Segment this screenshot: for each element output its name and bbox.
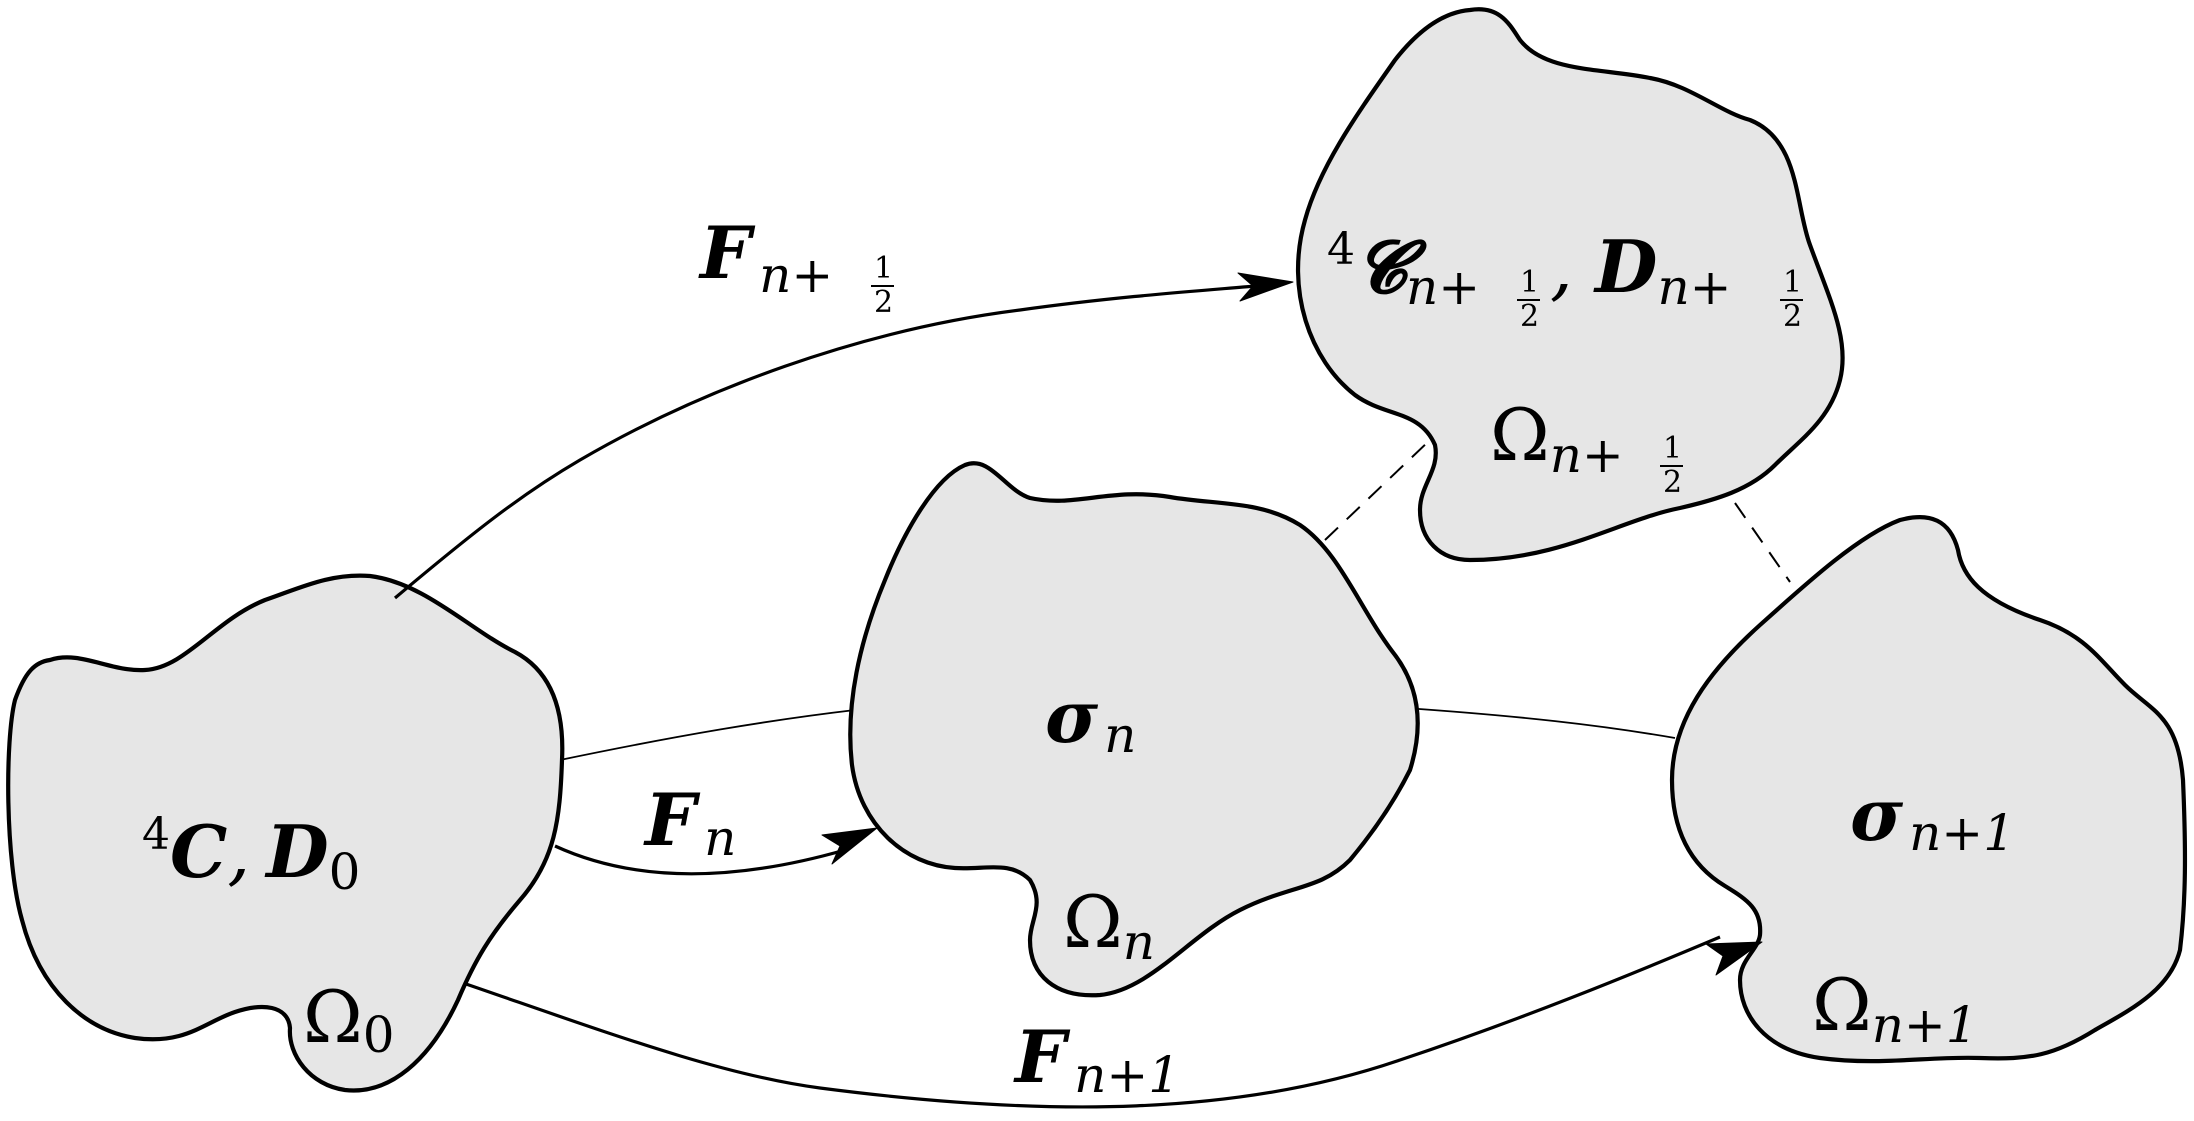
body-initial-configuration: [6, 573, 565, 1093]
dashed-link-half-to-n1: [1734, 502, 1791, 583]
half-comma: ,: [1550, 225, 1573, 309]
body-step-n1: [1669, 515, 2188, 1064]
map-curve-to-n1: [465, 935, 1721, 1109]
initial-domain-label: Ω0: [303, 975, 395, 1064]
half-rate-label: Dn+: [1593, 224, 1732, 316]
map-half-frac-den: 2: [874, 285, 893, 320]
half-tensor-frac-num: 1: [1520, 265, 1539, 300]
half-tensor-frac-den: 2: [1520, 299, 1539, 334]
arrowhead-to-n1: [1705, 941, 1763, 976]
map-curve-to-half: [393, 284, 1256, 600]
half-domain-frac-num: 1: [1663, 431, 1682, 466]
domain-n-label: Ωn: [1063, 880, 1155, 971]
half-tensor-label: 4𝓒n+: [1327, 224, 1480, 316]
body-step-half: [1296, 7, 1845, 563]
half-domain-frac-den: 2: [1663, 465, 1682, 500]
half-rate-frac-num: 1: [1783, 265, 1802, 300]
map-curve-to-n: [554, 844, 846, 876]
body-step-n: [848, 461, 1420, 998]
half-rate-frac-den: 2: [1783, 299, 1802, 334]
domain-n1-label: Ωn+1: [1812, 963, 1978, 1054]
connector-n-to-n1: [1404, 707, 1676, 739]
arrowhead-to-n: [821, 827, 878, 865]
initial-tensor-label: 4C,D0: [142, 809, 360, 901]
map-half-frac-num: 1: [874, 251, 893, 286]
dashed-link-n-to-half: [1324, 439, 1431, 541]
arrowhead-to-half: [1237, 272, 1294, 302]
half-domain-label: Ωn+: [1490, 393, 1624, 484]
connector-initial-to-n: [559, 709, 856, 761]
